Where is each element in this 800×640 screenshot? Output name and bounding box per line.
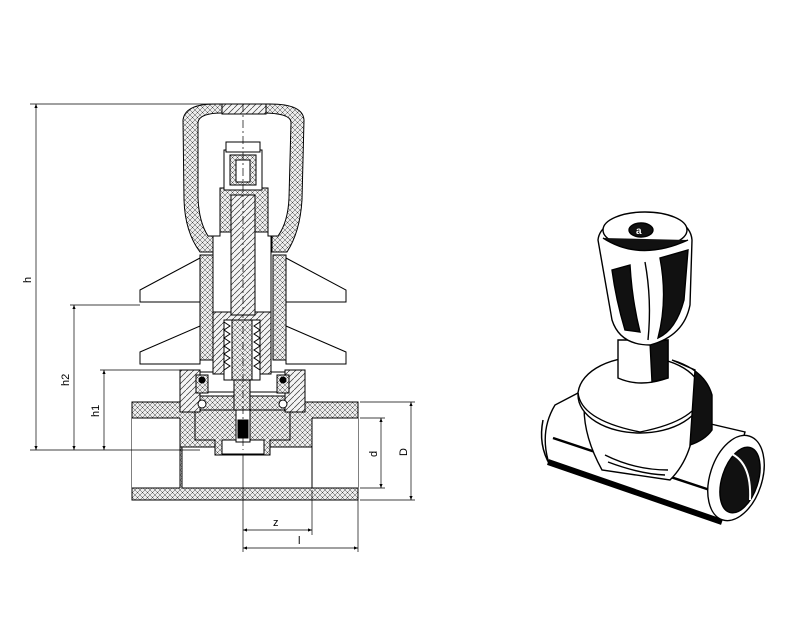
- stem-collar: [617, 339, 669, 384]
- valve-disc: [577, 356, 713, 446]
- dim-label-h2: h2: [60, 374, 72, 386]
- valve-3d-illustration: a: [540, 211, 765, 525]
- dimension-text: h h2 h1 d D z l: [22, 277, 410, 547]
- spindle-section: [212, 310, 272, 450]
- dim-label-h: h: [22, 277, 34, 283]
- cap-flange-lower: [139, 325, 347, 365]
- dim-label-z: z: [273, 517, 279, 529]
- cap-flange-upper: [139, 257, 347, 303]
- dim-label-D-outer: D: [398, 448, 410, 456]
- valve-section-view: [131, 103, 359, 501]
- dim-label-l: l: [298, 535, 300, 547]
- dim-label-d: d: [368, 451, 380, 457]
- handle-cap-section: [182, 103, 305, 316]
- dimension-lines: [30, 103, 415, 552]
- dim-label-h1: h1: [90, 405, 102, 417]
- handle-marking: a: [636, 226, 642, 237]
- valve-handle: a: [597, 211, 693, 346]
